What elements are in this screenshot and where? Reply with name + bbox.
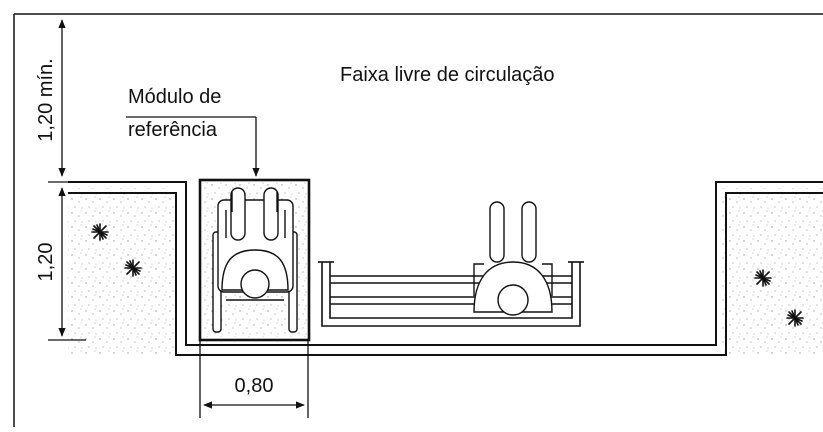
plant-icon: [91, 223, 109, 241]
planting-strip-left: [68, 188, 175, 355]
dimension-top: [48, 19, 86, 183]
reference-module-box: [198, 178, 311, 342]
dimension-top-label: 1,20 mín.: [35, 58, 57, 141]
plant-icon: [754, 269, 772, 287]
planting-strip-right: [720, 188, 823, 355]
curb-outline-inner: [68, 181, 823, 346]
wheelchair-user-icon: [212, 187, 298, 333]
plant-icon: [786, 309, 804, 327]
free-strip-label: Faixa livre de circulação: [340, 64, 555, 86]
module-label-line2: referência: [128, 119, 218, 141]
curb-outline-outer: [68, 192, 823, 356]
module-leader-line: [126, 116, 260, 177]
plant-icon: [124, 259, 142, 277]
dimension-left-label: 1,20: [35, 243, 57, 282]
seated-person-icon: [473, 201, 553, 316]
module-label-line1: Módulo de: [128, 86, 221, 108]
dimension-bottom: [199, 340, 309, 418]
dimension-left: [48, 187, 86, 341]
dimension-bottom-label: 0,80: [235, 375, 274, 397]
